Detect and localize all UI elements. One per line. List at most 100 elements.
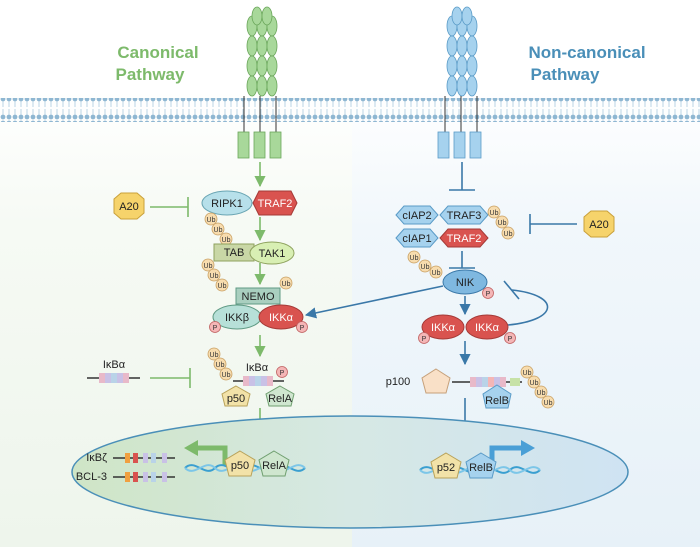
nemo: NEMO bbox=[235, 287, 281, 305]
gene-bcl3: BCL-3 bbox=[76, 471, 175, 483]
ripk1: RIPK1 bbox=[201, 190, 253, 216]
ub-chain-traf3: Ub Ub Ub bbox=[487, 205, 515, 240]
traf2-noncanonical: TRAF2 bbox=[439, 228, 489, 248]
svg-text:Ub: Ub bbox=[504, 231, 513, 238]
p-tag-ikba: P bbox=[276, 366, 288, 378]
svg-text:NIK: NIK bbox=[456, 277, 475, 289]
svg-text:Ub: Ub bbox=[421, 264, 430, 271]
svg-text:Ub: Ub bbox=[537, 390, 546, 397]
svg-text:Ub: Ub bbox=[210, 273, 219, 280]
svg-text:Ub: Ub bbox=[490, 210, 499, 217]
svg-text:NEMO: NEMO bbox=[242, 291, 275, 303]
svg-text:Ub: Ub bbox=[523, 370, 532, 377]
p-tag-ikkb: P bbox=[209, 321, 221, 333]
svg-text:A20: A20 bbox=[119, 201, 139, 213]
svg-text:Ub: Ub bbox=[410, 255, 419, 262]
svg-text:IKKα: IKKα bbox=[475, 322, 500, 334]
p-tag-ikka-nc-1: P bbox=[418, 332, 430, 344]
svg-text:Ub: Ub bbox=[218, 283, 227, 290]
svg-text:TRAF2: TRAF2 bbox=[258, 198, 293, 210]
ub-chain-ikba: Ub Ub Ub bbox=[207, 347, 233, 381]
svg-text:Ub: Ub bbox=[216, 362, 225, 369]
ikba-free: IκBα bbox=[87, 359, 140, 383]
p-tag-ikka-nc-2: P bbox=[504, 332, 516, 344]
ub-chain-p100: Ub Ub Ub Ub bbox=[520, 365, 555, 409]
noncanonical-title-line1: Non-canonical bbox=[528, 43, 645, 62]
rela-cytoplasm: RelA bbox=[265, 385, 295, 407]
svg-text:Ub: Ub bbox=[222, 372, 231, 379]
svg-text:P: P bbox=[300, 325, 305, 332]
p-tag-ikka: P bbox=[296, 321, 308, 333]
canonical-title-line1: Canonical bbox=[117, 43, 198, 62]
p100-chain bbox=[452, 377, 522, 387]
ub-chain-ripk1: Ub Ub Ub bbox=[204, 212, 233, 246]
svg-text:RelB: RelB bbox=[485, 395, 509, 407]
svg-text:Ub: Ub bbox=[530, 380, 539, 387]
traf3: TRAF3 bbox=[439, 205, 489, 225]
a20-noncanonical: A20 bbox=[583, 210, 615, 238]
svg-text:RelB: RelB bbox=[469, 462, 493, 474]
cell-membrane bbox=[0, 98, 700, 122]
p-tag-nik: P bbox=[482, 287, 494, 299]
ciap2: cIAP2 bbox=[395, 205, 439, 225]
ub-chain-tab: Ub Ub Ub bbox=[201, 258, 229, 292]
svg-text:IKKβ: IKKβ bbox=[225, 312, 249, 324]
p50-cytoplasm: p50 bbox=[221, 385, 251, 407]
traf2-canonical: TRAF2 bbox=[252, 190, 298, 216]
svg-text:P: P bbox=[422, 336, 427, 343]
svg-text:TAK1: TAK1 bbox=[259, 248, 286, 260]
canonical-title-line2: Pathway bbox=[116, 65, 186, 84]
nik: NIK bbox=[442, 269, 488, 295]
svg-text:IKKα: IKKα bbox=[269, 312, 294, 324]
svg-text:P: P bbox=[213, 325, 218, 332]
p52-nucleus: p52 bbox=[430, 452, 462, 479]
svg-text:Ub: Ub bbox=[498, 220, 507, 227]
svg-text:RelA: RelA bbox=[268, 393, 293, 405]
rela-nucleus: RelA bbox=[258, 450, 290, 477]
svg-text:IκBα: IκBα bbox=[103, 359, 126, 371]
svg-text:RelA: RelA bbox=[262, 460, 287, 472]
noncanonical-title-line2: Pathway bbox=[531, 65, 601, 84]
svg-text:cIAP1: cIAP1 bbox=[402, 233, 431, 245]
noncanonical-receptor bbox=[437, 6, 482, 159]
gene-ikbz: IκBζ bbox=[86, 452, 175, 464]
ikka-canonical: IKKα bbox=[258, 304, 304, 330]
svg-text:p50: p50 bbox=[227, 393, 245, 405]
svg-text:IKKα: IKKα bbox=[431, 322, 456, 334]
relb-cytoplasm: RelB bbox=[482, 384, 512, 409]
svg-text:p52: p52 bbox=[437, 462, 455, 474]
svg-text:BCL-3: BCL-3 bbox=[76, 471, 107, 483]
svg-text:Ub: Ub bbox=[204, 263, 213, 270]
ikba-bound: IκBα bbox=[233, 362, 284, 386]
svg-text:Ub: Ub bbox=[432, 270, 441, 277]
p100-pentagon bbox=[421, 368, 451, 394]
svg-text:P: P bbox=[280, 370, 285, 377]
ikka-noncanonical-1: IKKα bbox=[421, 314, 465, 340]
canonical-receptor bbox=[237, 6, 282, 159]
svg-text:cIAP2: cIAP2 bbox=[402, 210, 431, 222]
p50-nucleus: p50 bbox=[224, 450, 256, 477]
svg-text:Ub: Ub bbox=[210, 352, 219, 359]
p100-label: p100 bbox=[386, 376, 410, 388]
svg-text:Ub: Ub bbox=[222, 237, 231, 244]
svg-text:Ub: Ub bbox=[214, 227, 223, 234]
feedback-inhibit-nik bbox=[507, 289, 549, 326]
relb-nucleus: RelB bbox=[465, 452, 497, 479]
svg-text:IκBα: IκBα bbox=[246, 362, 269, 374]
a20-canonical: A20 bbox=[113, 192, 145, 220]
svg-text:p50: p50 bbox=[231, 460, 249, 472]
svg-text:IκBζ: IκBζ bbox=[86, 452, 107, 464]
svg-text:P: P bbox=[508, 336, 513, 343]
svg-text:RIPK1: RIPK1 bbox=[211, 198, 243, 210]
ikka-noncanonical-2: IKKα bbox=[465, 314, 509, 340]
svg-text:TRAF3: TRAF3 bbox=[447, 210, 482, 222]
svg-text:Ub: Ub bbox=[282, 281, 291, 288]
arrow-nik-to-canonical-ikk bbox=[304, 285, 444, 319]
svg-text:P: P bbox=[486, 291, 491, 298]
tak1: TAK1 bbox=[249, 241, 295, 265]
ikkb: IKKβ bbox=[212, 304, 262, 330]
svg-text:A20: A20 bbox=[589, 219, 609, 231]
tab: TAB bbox=[213, 243, 255, 262]
